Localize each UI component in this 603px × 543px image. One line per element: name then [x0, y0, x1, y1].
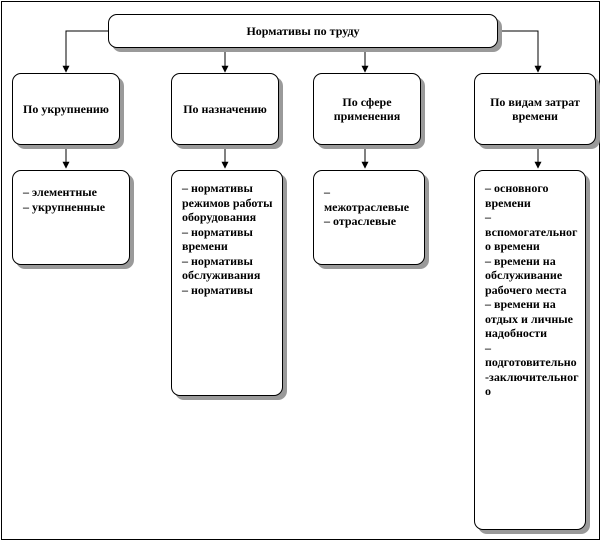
- list-item: – основного времени: [485, 181, 549, 210]
- list-item: – нормативы обслуживания: [182, 253, 261, 283]
- category-node-scope: По сфере применения: [313, 73, 421, 145]
- list-node-consolidation: – элементные – укрупненные: [12, 170, 130, 265]
- category-node-time-costs: По видам затрат времени: [474, 73, 596, 145]
- list-item: – подготовительно-заключительного: [485, 340, 579, 399]
- list-item: – отраслевые: [324, 214, 397, 228]
- list-item: – времени на отдых и личные надобности: [485, 297, 573, 340]
- list-item: – укрупненные: [23, 199, 106, 214]
- list-item: – нормативы режимов работы оборудования: [182, 181, 273, 224]
- list-item: – нормативы: [182, 282, 253, 297]
- category-node-consolidation: По укрупнению: [12, 73, 120, 145]
- list-item: – межотраслевые: [324, 185, 410, 214]
- category-label: По сфере применения: [333, 95, 401, 123]
- root-node: Нормативы по труду: [108, 14, 498, 48]
- list-item: – элементные: [23, 185, 97, 199]
- list-item: – нормативы времени: [182, 224, 253, 254]
- connector-root-cat1: [62, 30, 108, 73]
- list-node-scope: – межотраслевые – отраслевые: [313, 170, 425, 265]
- list-item: – времени на обслуживание рабочего места: [485, 253, 567, 297]
- category-label: По укрупнению: [23, 102, 109, 116]
- list-node-purpose: – нормативы режимов работы оборудования …: [171, 170, 283, 396]
- list-node-time-costs: – основного времени – вспомогательного в…: [474, 170, 586, 530]
- list-item: – вспомогательного времени: [485, 210, 578, 253]
- category-label: По назначению: [183, 102, 267, 116]
- category-label: По видам затрат времени: [490, 95, 580, 123]
- connector-root-cat4: [498, 30, 542, 73]
- category-node-purpose: По назначению: [171, 73, 279, 145]
- root-label: Нормативы по труду: [246, 24, 360, 38]
